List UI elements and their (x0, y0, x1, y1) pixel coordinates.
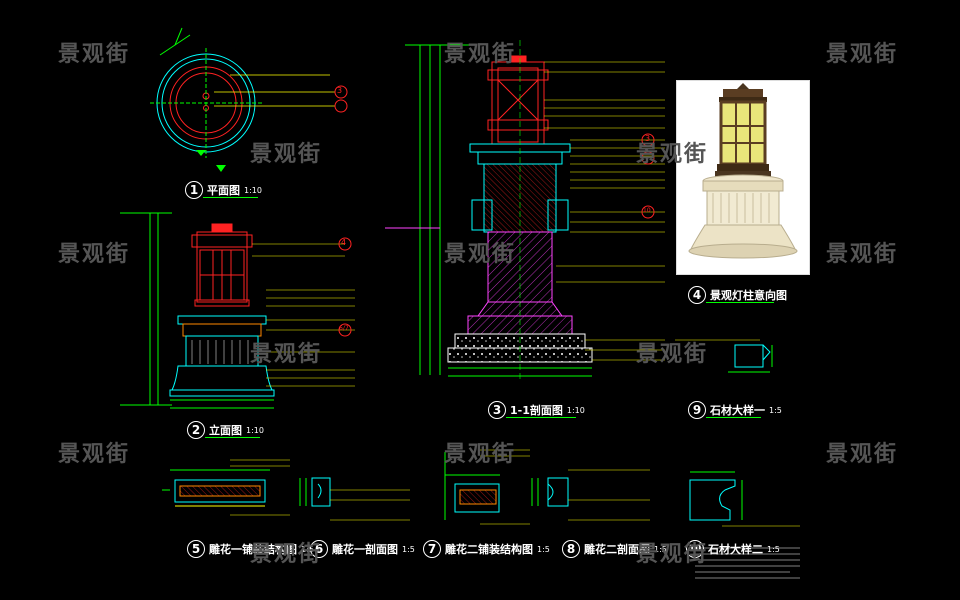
drawing-name: 雕花一铺装结构图 (209, 543, 297, 556)
drawing-number: 2 (187, 421, 205, 439)
title-underline (706, 417, 761, 418)
drawing-name: 石材大样一 (710, 404, 765, 417)
drawing-number: 4 (688, 286, 706, 304)
plan-view (150, 27, 335, 172)
lamp-illustration (677, 81, 809, 274)
watermark: 景观街 (636, 542, 709, 567)
drawing-name: 雕花二铺装结构图 (445, 543, 533, 556)
watermark: 景观街 (636, 142, 709, 167)
watermark: 景观街 (444, 242, 517, 267)
drawing-title-10: 10 石材大样二 1:5 (686, 540, 780, 558)
drawing-number: 1 (185, 181, 203, 199)
detail-9 (675, 339, 773, 373)
callout-3: 3 (337, 86, 343, 95)
drawing-number: 9 (688, 401, 706, 419)
drawing-scale: 1:10 (566, 405, 585, 415)
drawing-title-1: 1 平面图 1:10 (185, 181, 262, 199)
callout-6-7: 6/7 (339, 325, 349, 332)
callout-3b: 3 (645, 134, 651, 143)
callout-10: 10 (643, 207, 651, 214)
drawing-name: 平面图 (207, 184, 240, 197)
title-underline (506, 417, 576, 418)
drawing-name: 立面图 (209, 424, 242, 437)
detail-5 (162, 459, 290, 516)
drawing-scale: 1:10 (244, 185, 262, 195)
drawing-name: 雕花二剖面图 (584, 543, 650, 556)
watermark: 景观街 (58, 242, 131, 267)
drawing-name: 景观灯柱意向图 (710, 289, 787, 302)
drawing-scale: 1:5 (767, 544, 780, 554)
drawing-title-4: 4 景观灯柱意向图 (688, 286, 787, 304)
elevation-view (120, 212, 355, 409)
detail-10 (689, 471, 800, 579)
watermark: 景观街 (58, 442, 131, 467)
callout-4: 4 (341, 238, 347, 247)
watermark: 景观街 (444, 42, 517, 67)
drawing-scale: 1:5 (402, 544, 415, 554)
lamp-photo (676, 80, 810, 275)
drawing-title-9: 9 石材大样一 1:5 (688, 401, 782, 419)
drawing-title-2: 2 立面图 1:10 (187, 421, 264, 439)
detail-6 (299, 477, 410, 521)
watermark: 景观街 (826, 242, 899, 267)
watermark: 景观街 (250, 142, 323, 167)
drawing-name: 1-1剖面图 (510, 404, 563, 417)
drawing-number: 3 (488, 401, 506, 419)
drawing-number: 6 (310, 540, 328, 558)
drawing-title-7: 7 雕花二铺装结构图 1:5 (423, 540, 550, 558)
drawing-number: 5 (187, 540, 205, 558)
drawing-title-6: 6 雕花一剖面图 1:5 (310, 540, 415, 558)
detail-8 (531, 469, 650, 521)
title-underline (203, 197, 258, 198)
drawing-scale: 1:10 (246, 425, 264, 435)
watermark: 景观街 (826, 42, 899, 67)
drawing-scale: 1:5 (769, 405, 782, 415)
drawing-scale: 1:5 (301, 544, 314, 554)
drawing-number: 7 (423, 540, 441, 558)
drawing-title-5: 5 雕花一铺装结构图 1:5 (187, 540, 314, 558)
detail-7 (444, 449, 530, 525)
drawing-scale: 1:5 (654, 544, 667, 554)
watermark: 景观街 (250, 342, 323, 367)
title-underline (205, 437, 260, 438)
watermark: 景观街 (636, 342, 709, 367)
drawing-number: 10 (686, 540, 704, 558)
drawing-title-8: 8 雕花二剖面图 1:5 (562, 540, 667, 558)
watermark: 景观街 (58, 42, 131, 67)
watermark: 景观街 (826, 442, 899, 467)
drawing-name: 雕花一剖面图 (332, 543, 398, 556)
watermark: 景观街 (250, 542, 323, 567)
drawing-number: 8 (562, 540, 580, 558)
drawing-scale: 1:5 (537, 544, 550, 554)
watermark: 景观街 (444, 442, 517, 467)
section-view (385, 40, 665, 380)
title-underline (706, 302, 774, 303)
drawing-name: 石材大样二 (708, 543, 763, 556)
drawing-title-3: 3 1-1剖面图 1:10 (488, 401, 585, 419)
